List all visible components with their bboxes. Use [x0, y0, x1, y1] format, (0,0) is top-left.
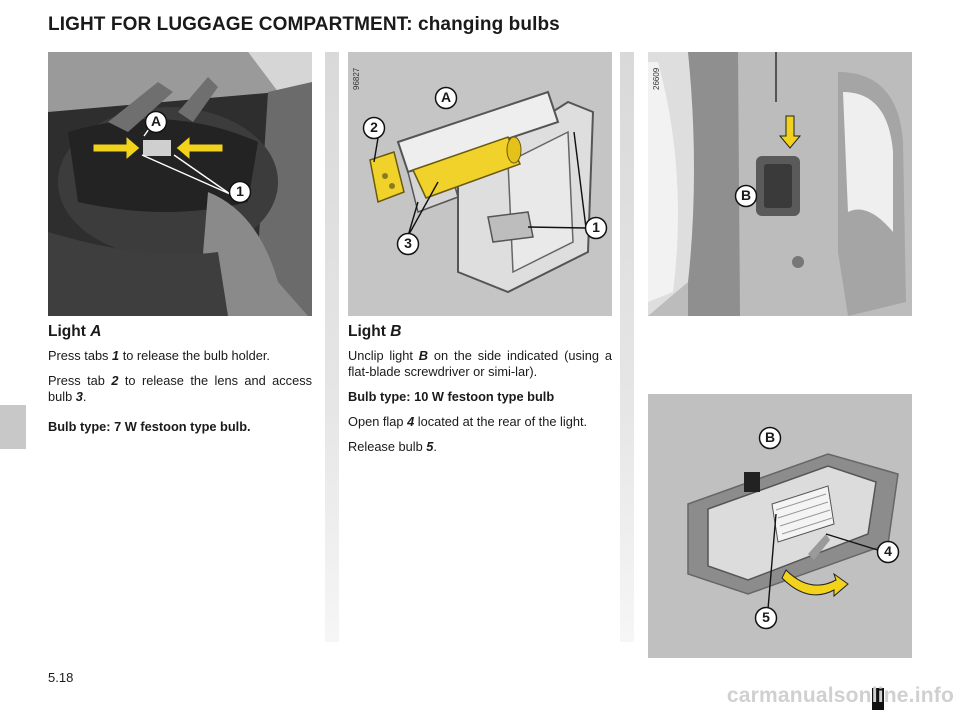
callout-3: 3 — [396, 232, 420, 256]
heading-light-b: Light B — [348, 323, 402, 340]
light-b-removed-illustration — [648, 394, 912, 658]
instruction-open-flap: Open flap 4 located at the rear of the l… — [348, 414, 588, 429]
callout-1: 1 — [584, 216, 608, 240]
photo-light-a-illustration — [48, 52, 312, 316]
photo-light-a: A 1 — [48, 52, 312, 316]
watermark: carmanualsonline.info — [726, 684, 954, 707]
column-divider-1 — [325, 52, 339, 642]
bulb-holder-illustration — [348, 52, 612, 316]
bulb-type-a: Bulb type: 7 W festoon type bulb. — [48, 419, 251, 434]
instruction-release-lens: Press tab 2 to release the lens and acce… — [48, 373, 312, 404]
light-b-location-illustration — [648, 52, 912, 316]
callout-a: A — [434, 86, 458, 110]
callout-1: 1 — [228, 180, 252, 204]
instruction-release-bulb-holder: Press tabs 1 to release the bulb holder. — [48, 348, 270, 363]
photo-light-b-location: B 26609 — [648, 52, 912, 316]
image-code: 96827 — [352, 67, 361, 90]
photo-bulb-holder: A 2 3 1 96827 — [348, 52, 612, 316]
callout-5: 5 — [754, 606, 778, 630]
page-title: LIGHT FOR LUGGAGE COMPARTMENT: changing … — [48, 14, 560, 35]
callout-a: A — [144, 110, 168, 134]
callout-b: B — [758, 426, 782, 450]
callout-2: 2 — [362, 116, 386, 140]
instruction-release-bulb: Release bulb 5. — [348, 439, 437, 454]
photo-light-b-removed: B 4 5 — [648, 394, 912, 658]
callout-b: B — [734, 184, 758, 208]
page-number: 5.18 — [48, 670, 74, 685]
section-light-b: Light B Unclip light B on the side indic… — [348, 324, 612, 464]
section-light-a: Light A Press tabs 1 to release the bulb… — [48, 324, 312, 444]
callout-4: 4 — [876, 540, 900, 564]
heading-light-a: Light A — [48, 323, 102, 340]
column-divider-2 — [620, 52, 634, 642]
bulb-type-b: Bulb type: 10 W festoon type bulb — [348, 389, 555, 404]
page-edge-mark — [872, 688, 884, 710]
instruction-unclip-light: Unclip light B on the side indicated (us… — [348, 348, 612, 379]
section-tab — [0, 405, 26, 449]
image-code: 26609 — [652, 67, 661, 90]
